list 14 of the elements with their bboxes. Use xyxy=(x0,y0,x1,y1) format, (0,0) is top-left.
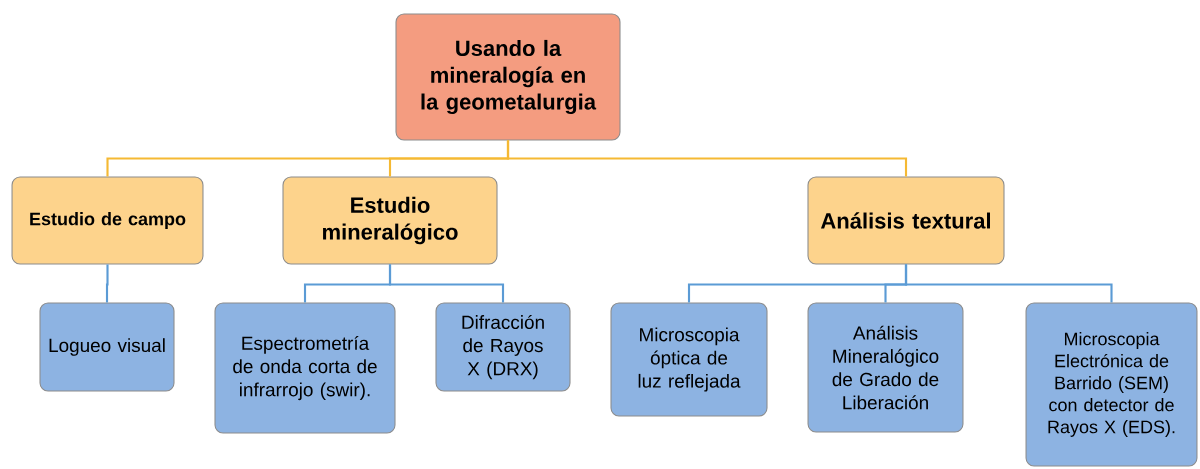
connector-line xyxy=(904,264,1113,303)
method-box: Microscopia Electrónica de Barrido (SEM) con detector de Rayos X (EDS). xyxy=(1025,302,1198,467)
method-box: Microscopia óptica de luz reflejada xyxy=(610,302,768,417)
category-box: Estudio mineralógico xyxy=(282,176,498,265)
method-box: Espectrometría de onda corta de infrarrojo (swir). xyxy=(214,302,396,434)
method-box: Análisis Mineralógico de Grado de Liberación xyxy=(807,302,964,433)
method-box: Logueo visual xyxy=(39,302,175,392)
category-box: Análisis textural xyxy=(807,176,1005,265)
connector-line xyxy=(105,264,109,303)
title-box: Usando la mineralogía en la geometalurgia xyxy=(395,13,621,141)
method-box: Difracción de Rayos X (DRX) xyxy=(435,302,571,392)
connector-line xyxy=(388,264,505,303)
category-box: Estudio de campo xyxy=(11,176,204,265)
connector-line xyxy=(506,140,908,177)
